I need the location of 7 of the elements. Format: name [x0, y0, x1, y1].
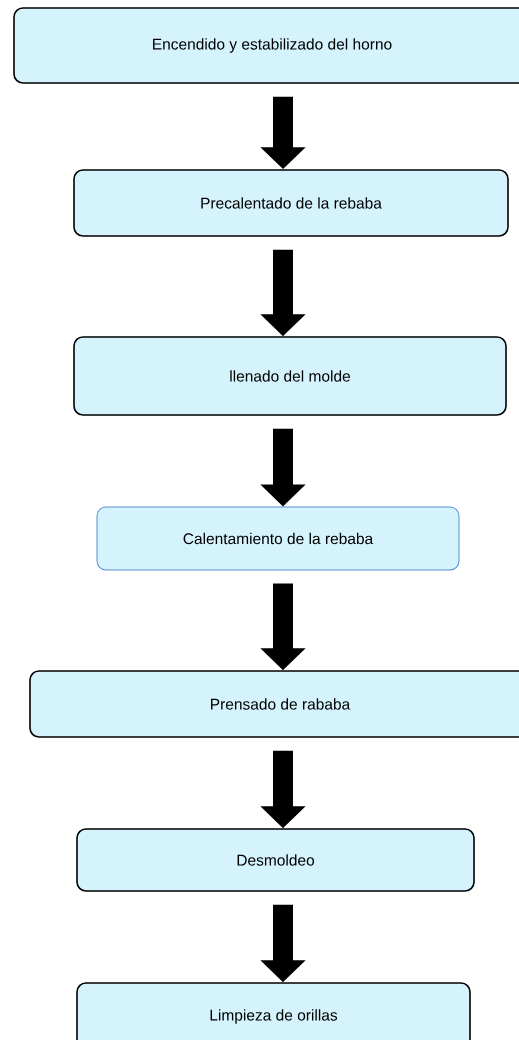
- process-box: Precalentado de la rebaba: [73, 169, 509, 237]
- process-box: Calentamiento de la rebaba: [96, 506, 460, 571]
- process-box: Prensado de rababa: [29, 670, 519, 738]
- process-box: Encendido y estabilizado del horno: [13, 7, 519, 84]
- process-box: Limpieza de orillas: [76, 982, 471, 1040]
- process-box: llenado del molde: [73, 336, 507, 416]
- process-box: Desmoldeo: [76, 828, 475, 892]
